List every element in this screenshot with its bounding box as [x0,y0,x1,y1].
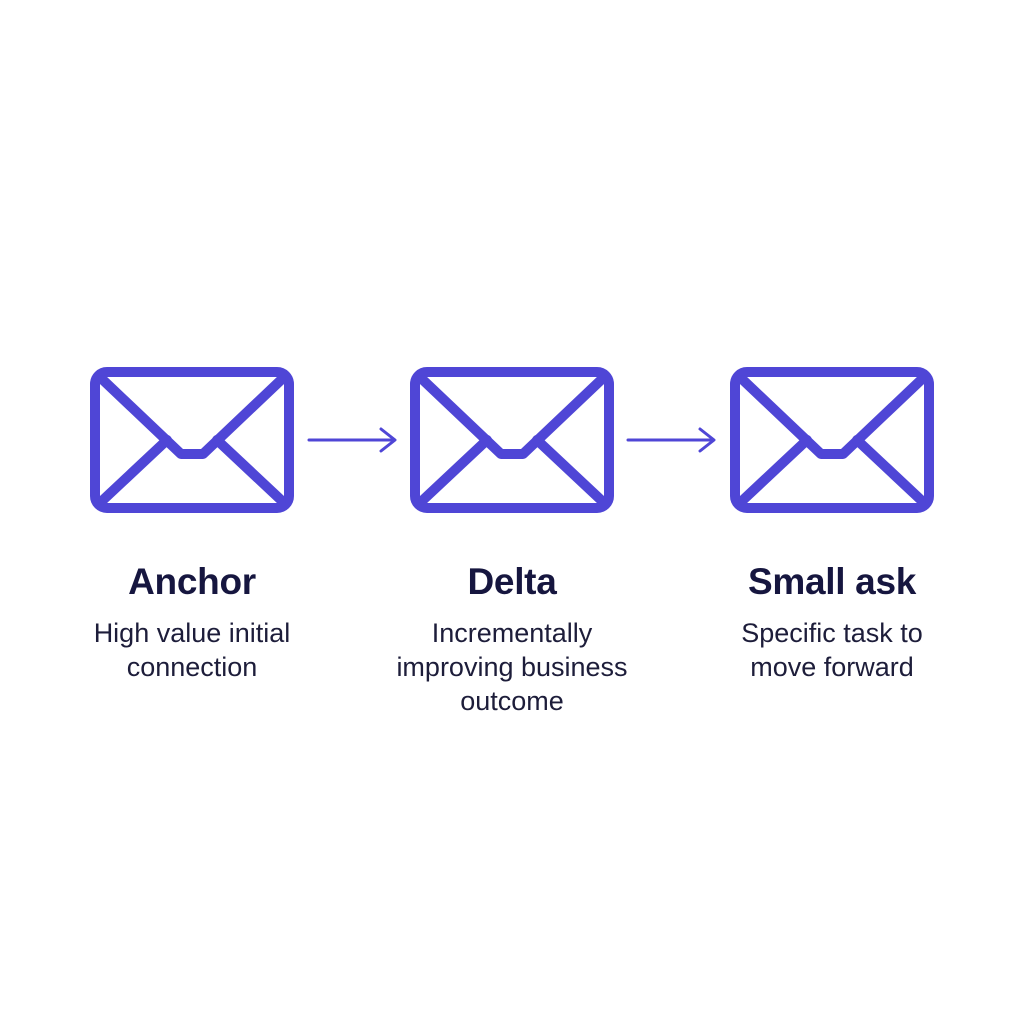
step-description: Incrementally improving business outcome [372,616,652,718]
step-description-line: connection [126,652,258,682]
arrow-right-icon [307,427,397,453]
step-description-line: outcome [460,686,564,716]
step-title: Small ask [747,561,917,602]
step-anchor: Anchor High value initial connection [52,366,332,684]
step-description-line: Incrementally [431,618,593,648]
step-description: High value initial connection [52,616,332,684]
step-small-ask: Small ask Specific task to move forward [692,366,972,684]
envelope-icon [90,367,294,513]
step-delta: Delta Incrementally improving business o… [372,366,652,718]
step-description-line: High value initial [93,618,291,648]
envelope-icon [410,367,614,513]
step-description-line: Specific task to [741,618,923,648]
envelope-icon [730,367,934,513]
arrow-right-icon [626,427,716,453]
step-description-line: improving business [396,652,628,682]
step-title: Delta [467,561,557,602]
step-title: Anchor [128,561,256,602]
step-description: Specific task to move forward [692,616,972,684]
step-description-line: move forward [750,652,914,682]
